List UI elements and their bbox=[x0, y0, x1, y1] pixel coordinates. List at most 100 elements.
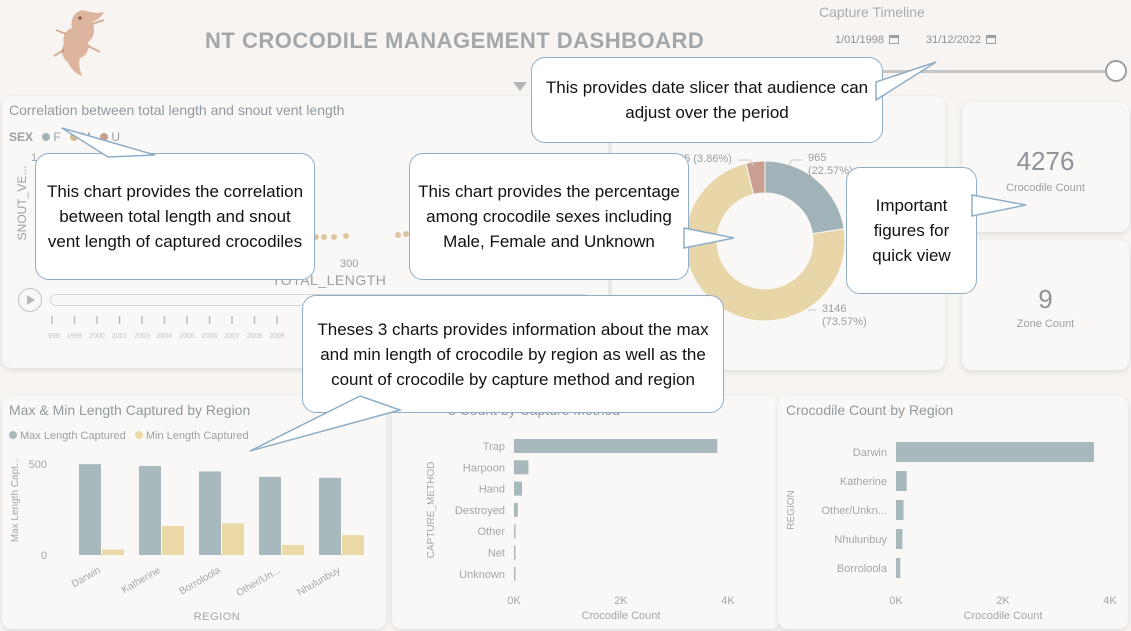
x-tick-label: 4K bbox=[1103, 595, 1117, 607]
y-axis-label: Max Length Capt... bbox=[10, 458, 21, 543]
x-tick-label: 0K bbox=[889, 595, 903, 607]
maxmin-title: Max & Min Length Captured by Region bbox=[9, 402, 251, 418]
callout-date-slicer: This provides date slicer that audience … bbox=[531, 57, 883, 143]
kpi-value: 9 bbox=[1038, 284, 1053, 314]
kpi-card-crocodile-count: 4276 Crocodile Count bbox=[962, 102, 1129, 232]
scatter-plot-area bbox=[305, 231, 409, 241]
bar bbox=[514, 545, 516, 560]
play-icon bbox=[27, 295, 35, 305]
x-tick-label: Darwin bbox=[70, 565, 102, 590]
y-tick-label: 500 bbox=[29, 459, 47, 471]
category-label: Other bbox=[477, 526, 505, 538]
bar bbox=[896, 500, 904, 520]
x-tick-label: Katherine bbox=[120, 565, 163, 596]
play-axis-year: 2001 bbox=[112, 333, 128, 340]
bar-min bbox=[342, 535, 364, 555]
x-axis-label: Crocodile Count bbox=[582, 610, 661, 622]
kpi-card-zone-count: 9 Zone Count bbox=[962, 240, 1129, 370]
x-tick-label: Nhulunbuy bbox=[296, 565, 343, 598]
end-date-value: 31/12/2022 bbox=[926, 34, 982, 46]
play-axis-year: 1998 bbox=[48, 333, 60, 340]
bar-max bbox=[259, 476, 281, 555]
callout-scatter: This chart provides the correlation betw… bbox=[35, 153, 315, 280]
filter-icon[interactable] bbox=[513, 82, 527, 91]
scatter-x-tick: 300 bbox=[340, 258, 359, 270]
play-button[interactable] bbox=[18, 288, 42, 312]
callout-text: This provides date slicer that audience … bbox=[545, 78, 869, 122]
maxmin-legend: Max Length Captured Min Length Captured bbox=[9, 430, 249, 442]
bar bbox=[514, 439, 718, 453]
bar bbox=[514, 502, 518, 517]
start-date-value: 1/01/1998 bbox=[835, 34, 884, 46]
bar bbox=[514, 566, 516, 581]
bar bbox=[514, 524, 516, 539]
legend-title: SEX bbox=[9, 130, 34, 144]
x-tick-label: 2K bbox=[614, 595, 628, 607]
category-label: Net bbox=[488, 548, 505, 560]
category-label: Darwin bbox=[853, 447, 887, 459]
bar-min bbox=[102, 549, 124, 555]
callout-kpi: Important figures for quick view bbox=[846, 167, 977, 294]
callout-text: This chart provides the correlation betw… bbox=[46, 182, 304, 251]
x-tick-label: Borroloola bbox=[178, 565, 223, 598]
play-axis-year: 2000 bbox=[89, 333, 105, 340]
play-axis-year: 2005 bbox=[179, 333, 195, 340]
bar bbox=[514, 481, 523, 496]
callout-text: This chart provides the percentage among… bbox=[418, 182, 680, 251]
legend-item-max[interactable]: Max Length Captured bbox=[9, 430, 126, 442]
legend-item-m[interactable]: M bbox=[70, 130, 91, 144]
callout-text: Theses 3 charts provides information abo… bbox=[317, 319, 709, 389]
scatter-y-tick: 1 bbox=[31, 152, 38, 164]
legend-item-f[interactable]: F bbox=[42, 130, 61, 144]
calendar-icon[interactable] bbox=[888, 35, 899, 44]
donut-slice-m bbox=[684, 162, 846, 322]
end-date-input[interactable]: 31/12/2022 bbox=[926, 34, 997, 46]
callout-text: Important figures for quick view bbox=[872, 196, 951, 265]
donut-chart bbox=[684, 159, 846, 322]
bar-min bbox=[282, 545, 304, 555]
legend-item-min[interactable]: Min Length Captured bbox=[134, 430, 249, 442]
play-axis-year: 2007 bbox=[224, 333, 240, 340]
category-label: Nhulunbuy bbox=[834, 534, 887, 546]
legend-dot bbox=[9, 431, 17, 439]
bar-max bbox=[79, 464, 101, 555]
x-tick-label: 2K bbox=[996, 595, 1010, 607]
x-axis-label: Crocodile Count bbox=[964, 610, 1043, 622]
leader-line bbox=[738, 159, 755, 167]
donut-label-f-pct: (22.57%) bbox=[808, 165, 853, 177]
category-label: Borroloola bbox=[837, 563, 888, 575]
region-count-title: Crocodile Count by Region bbox=[786, 402, 954, 418]
play-axis-year: 2008 bbox=[247, 333, 263, 340]
x-tick-label: 4K bbox=[721, 595, 735, 607]
bar-min bbox=[222, 523, 244, 555]
legend-dot bbox=[70, 133, 79, 141]
play-axis-year: 2004 bbox=[157, 333, 173, 340]
x-tick-label: 0K bbox=[507, 595, 521, 607]
calendar-icon[interactable] bbox=[986, 35, 997, 44]
timeline-label: Capture Timeline bbox=[819, 4, 925, 20]
callout-bottom-charts: Theses 3 charts provides information abo… bbox=[302, 295, 724, 413]
timeline-slider-track[interactable] bbox=[870, 70, 1115, 73]
category-label: Destroyed bbox=[455, 505, 505, 517]
donut-label-m-pct: (73.57%) bbox=[822, 316, 867, 328]
donut-label-u: 65 (3.86%) bbox=[678, 153, 732, 165]
bar-max bbox=[319, 477, 341, 555]
legend-item-u[interactable]: U bbox=[100, 130, 120, 144]
category-label: Other/Unkn... bbox=[822, 505, 887, 517]
timeline-slider-handle[interactable] bbox=[1105, 60, 1127, 82]
start-date-input[interactable]: 1/01/1998 bbox=[835, 34, 899, 46]
play-axis-year: 2003 bbox=[134, 333, 150, 340]
callout-donut: This chart provides the percentage among… bbox=[409, 153, 689, 280]
category-label: Katherine bbox=[840, 476, 887, 488]
play-axis-year: 2009 bbox=[269, 333, 285, 340]
legend-dot bbox=[42, 133, 51, 141]
bar-min bbox=[162, 525, 184, 555]
bar-max bbox=[199, 471, 221, 555]
bar-max bbox=[139, 465, 161, 555]
donut-label-f-value: 965 bbox=[808, 152, 827, 164]
bar bbox=[896, 529, 903, 549]
leader-line bbox=[787, 159, 802, 167]
bar bbox=[896, 471, 907, 491]
